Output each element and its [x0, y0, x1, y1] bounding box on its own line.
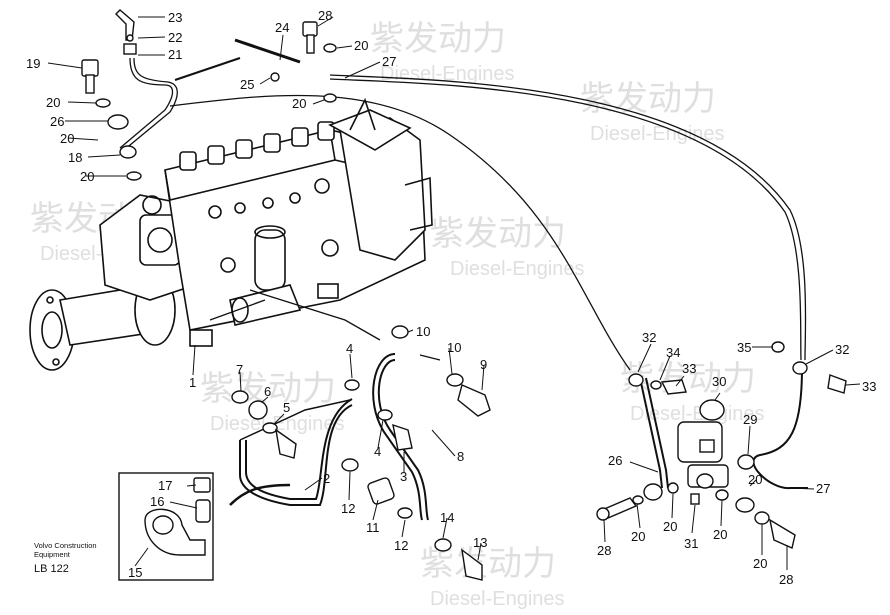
part-label-4: 4 [346, 341, 353, 356]
part-label-19: 19 [26, 56, 40, 71]
part-label-14: 14 [440, 510, 454, 525]
part-label-7: 7 [236, 362, 243, 377]
part-label-20: 20 [80, 169, 94, 184]
part-label-16: 16 [150, 494, 164, 509]
part-label-30: 30 [712, 374, 726, 389]
caption-sub: Equipment [34, 550, 70, 559]
part-label-2: 2 [323, 471, 330, 486]
delivery-valves [179, 121, 335, 171]
caption-brand: Volvo Construction [34, 541, 97, 550]
part-label-20: 20 [631, 529, 645, 544]
leader-lines [47, 16, 861, 570]
part-label-5: 5 [283, 400, 290, 415]
watermark-en: Diesel-Engines [450, 258, 585, 280]
watermark-en: Diesel-Engines [590, 123, 725, 145]
part-label-17: 17 [158, 478, 172, 493]
part-label-11: 11 [366, 520, 380, 535]
part-label-20: 20 [354, 38, 368, 53]
caption-code: LB 122 [34, 563, 69, 575]
part-label-6: 6 [264, 384, 271, 399]
inset-frame [118, 472, 214, 581]
part-label-34: 34 [666, 345, 680, 360]
part-label-20: 20 [292, 96, 306, 111]
part-label-20: 20 [46, 95, 60, 110]
part-label-28: 28 [597, 543, 611, 558]
part-label-27: 27 [816, 481, 830, 496]
part-label-31: 31 [684, 536, 698, 551]
part-label-20: 20 [60, 131, 74, 146]
part-label-24: 24 [275, 20, 289, 35]
part-labels: 23 22 21 19 24 25 28 20 27 20 20 26 20 1… [26, 8, 876, 587]
watermark-en: Diesel-Engines [430, 588, 565, 610]
part-label-25: 25 [240, 77, 254, 92]
injection-pump [29, 97, 433, 371]
watermark-cn: 紫发动力 [200, 370, 336, 408]
part-label-26: 26 [608, 453, 622, 468]
watermark-cn: 紫发动力 [430, 215, 566, 253]
part-label-20: 20 [713, 527, 727, 542]
part-label-10: 10 [416, 324, 430, 339]
watermark-cn: 紫发动力 [370, 20, 506, 58]
part-label-22: 22 [168, 30, 182, 45]
part-label-8: 8 [457, 449, 464, 464]
part-label-29: 29 [743, 412, 757, 427]
part-label-4: 4 [374, 444, 381, 459]
part-label-3: 3 [400, 469, 407, 484]
part-label-28: 28 [318, 8, 332, 23]
part-label-20: 20 [663, 519, 677, 534]
part-label-27: 27 [382, 54, 396, 69]
part-label-15: 15 [128, 565, 142, 580]
part-label-21: 21 [168, 47, 182, 62]
part-label-1: 1 [189, 375, 196, 390]
pipes [119, 38, 808, 521]
part-label-23: 23 [168, 10, 182, 25]
part-label-13: 13 [473, 535, 487, 550]
watermark-en: Diesel-Engines [210, 413, 345, 435]
part-label-20: 20 [753, 556, 767, 571]
part-label-35: 35 [737, 340, 751, 355]
part-label-32: 32 [642, 330, 656, 345]
watermark-cn: 紫发动力 [580, 80, 716, 118]
part-label-12: 12 [341, 501, 355, 516]
part-label-26: 26 [50, 114, 64, 129]
part-label-9: 9 [480, 357, 487, 372]
part-label-28: 28 [779, 572, 793, 587]
part-label-33: 33 [682, 361, 696, 376]
watermark-en: Diesel-Engines [630, 403, 765, 425]
part-label-10: 10 [447, 340, 461, 355]
part-label-20: 20 [748, 472, 762, 487]
part-label-12: 12 [394, 538, 408, 553]
part-label-32: 32 [835, 342, 849, 357]
part-label-33: 33 [862, 379, 876, 394]
part-label-18: 18 [68, 150, 82, 165]
